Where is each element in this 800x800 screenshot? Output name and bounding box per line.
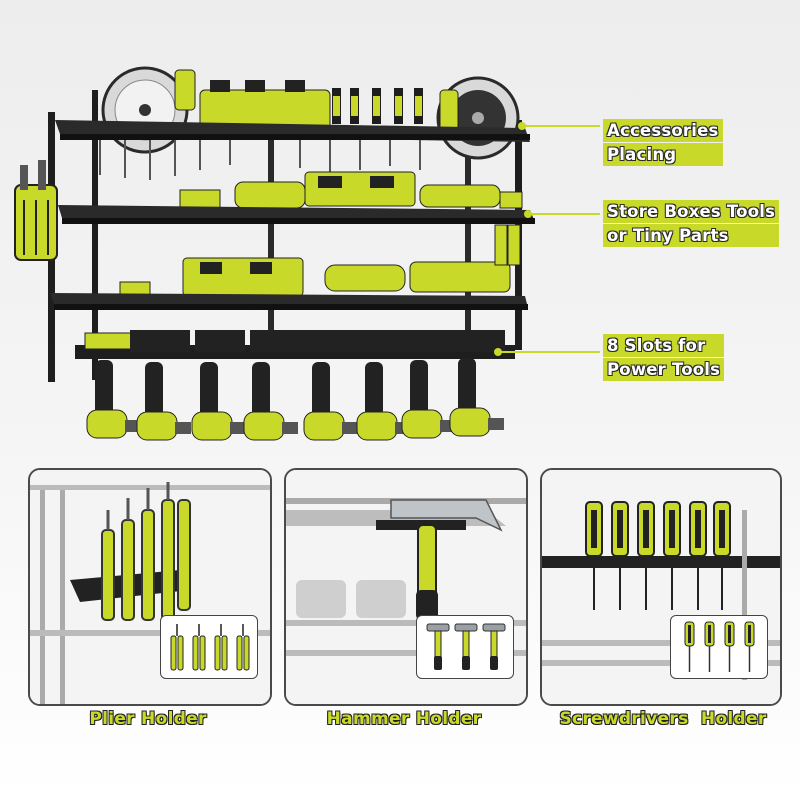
callout-leaders bbox=[494, 122, 600, 356]
callout-store-boxes: Store Boxes Tools or Tiny Parts bbox=[603, 199, 780, 248]
callout-store-line2: or Tiny Parts bbox=[603, 224, 780, 247]
shelf-lower bbox=[54, 304, 528, 310]
shelf-top bbox=[60, 134, 530, 140]
hammer-holder-panel bbox=[284, 468, 528, 706]
lower-shelf-tools bbox=[119, 224, 521, 297]
screwdriver-holder-label: Screwdrivers Holder bbox=[559, 709, 767, 729]
hammers-icon bbox=[426, 623, 506, 670]
side-pliers bbox=[14, 160, 58, 261]
callout-accessories-line1: Accessories bbox=[603, 119, 723, 142]
drills bbox=[86, 358, 504, 441]
screwdriver-inset bbox=[670, 615, 768, 679]
callout-slots-line2: Power Tools bbox=[603, 358, 725, 381]
callout-accessories: Accessories Placing bbox=[603, 118, 723, 167]
hanging-screwdrivers bbox=[99, 140, 421, 180]
callout-accessories-line2: Placing bbox=[603, 143, 723, 166]
callout-slots-line1: 8 Slots for bbox=[603, 334, 725, 357]
power-tool-slots bbox=[75, 330, 515, 359]
plier-inset bbox=[160, 615, 258, 679]
top-shelf-tools bbox=[101, 66, 520, 160]
plier-holder-panel bbox=[28, 468, 272, 706]
screwdriver-holder-panel bbox=[540, 468, 782, 706]
screwdrivers-icon bbox=[684, 621, 755, 672]
callout-power-tool-slots: 8 Slots for Power Tools bbox=[603, 333, 725, 382]
plier-holder-label: Plier Holder bbox=[89, 709, 207, 729]
tool-rack-illustration bbox=[14, 66, 600, 441]
callout-store-line1: Store Boxes Tools bbox=[603, 200, 780, 223]
hammer-inset bbox=[416, 615, 514, 679]
hammer-holder-label: Hammer Holder bbox=[326, 709, 482, 729]
middle-shelf-tools bbox=[179, 171, 523, 209]
pliers-icon bbox=[170, 624, 250, 671]
shelf-middle bbox=[62, 218, 535, 224]
